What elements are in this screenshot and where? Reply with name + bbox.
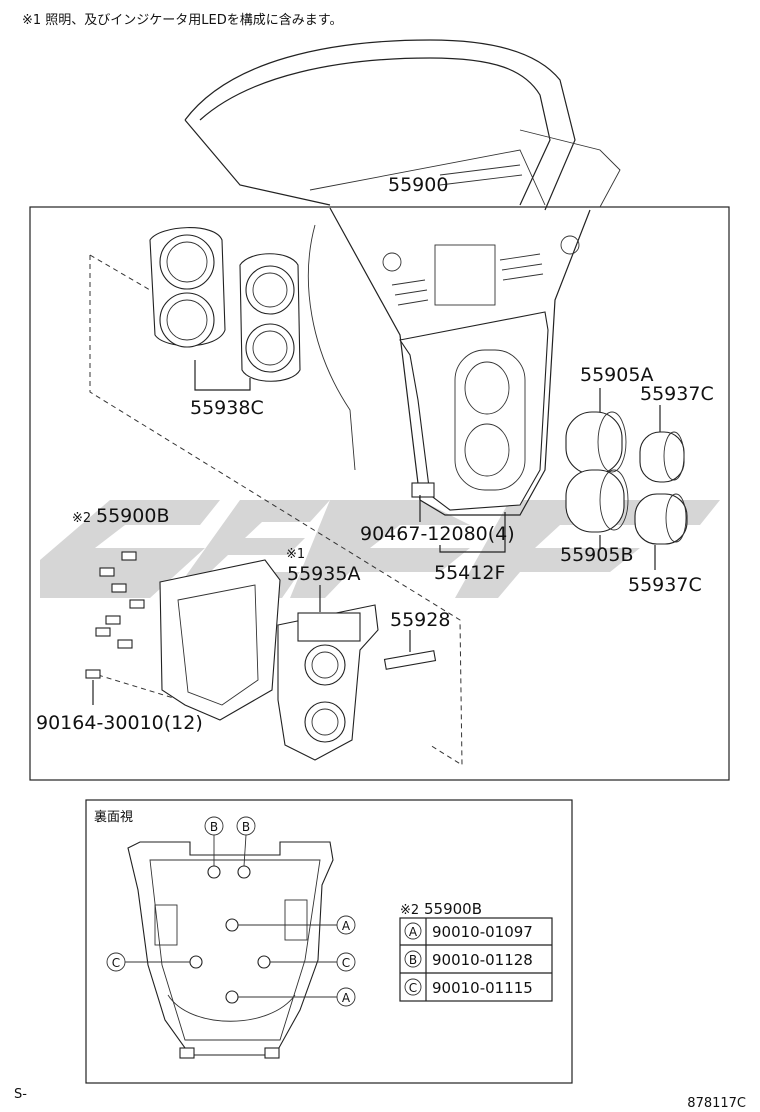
label-55900B-mark: ※2 [72, 511, 91, 526]
legend-mark: ※2 [400, 903, 419, 918]
marker-c2-text: C [342, 956, 350, 970]
label-90467: 90467-12080(4) [360, 523, 515, 545]
label-55928: 55928 [390, 609, 450, 631]
screws-90164 [85, 551, 145, 679]
center-panel-55900 [307, 164, 591, 516]
diagram-code: 878117C [687, 1096, 746, 1111]
cable-55928 [383, 650, 437, 670]
marker-c1-text: C [112, 956, 120, 970]
label-55935A: 55935A [287, 563, 360, 585]
control-unit-55935A [277, 604, 379, 761]
rear-view-frame [85, 799, 573, 1084]
legend-row-b-part: 90010-01128 [432, 951, 533, 969]
label-55935A-mark: ※1 [286, 547, 305, 562]
header-note: ※1 照明、及びインジケータ用LEDを構成に含みます。 [22, 12, 342, 28]
leaders-bezel [419, 495, 506, 553]
marker-b1-text: B [210, 820, 218, 834]
label-55937C-bottom: 55937C [628, 574, 702, 596]
footer-left: S- [14, 1087, 27, 1102]
marker-a2-text: A [342, 991, 351, 1005]
leaders-knobs [599, 388, 661, 570]
label-55905A: 55905A [580, 364, 653, 386]
legend-row-c-part: 90010-01115 [432, 979, 533, 997]
legend-row-b-key: B [409, 953, 417, 967]
label-55937C-top: 55937C [640, 383, 714, 405]
label-55900B: 55900B [96, 505, 169, 527]
marker-b2-text: B [242, 820, 250, 834]
label-90164: 90164-30010(12) [36, 712, 203, 734]
label-55412F: 55412F [434, 562, 505, 584]
label-55900: 55900 [388, 174, 448, 196]
legend-row-c-key: C [409, 981, 417, 995]
dashboard-outline [184, 39, 621, 211]
knobs-55905 [565, 411, 688, 545]
leader-55938C [194, 360, 251, 391]
marker-a1-text: A [342, 919, 351, 933]
housing-bracket [159, 559, 281, 721]
label-55905B: 55905B [560, 544, 633, 566]
rear-view-part [127, 841, 334, 1059]
legend-row-a-part: 90010-01097 [432, 923, 533, 941]
gauge-rings-55938C [149, 227, 301, 382]
legend-table: ※2 55900B A 90010-01097 B 90010-01128 C … [399, 900, 553, 1002]
bezel-55412F [399, 311, 549, 511]
projection-lines [89, 254, 463, 766]
main-frame [29, 206, 730, 781]
rear-view-title: 裏面視 [94, 810, 133, 825]
legend-title: 55900B [424, 900, 482, 918]
label-55938C: 55938C [190, 397, 264, 419]
legend-row-a-key: A [409, 925, 418, 939]
rear-view-markers: B B A C C A [106, 816, 356, 1007]
